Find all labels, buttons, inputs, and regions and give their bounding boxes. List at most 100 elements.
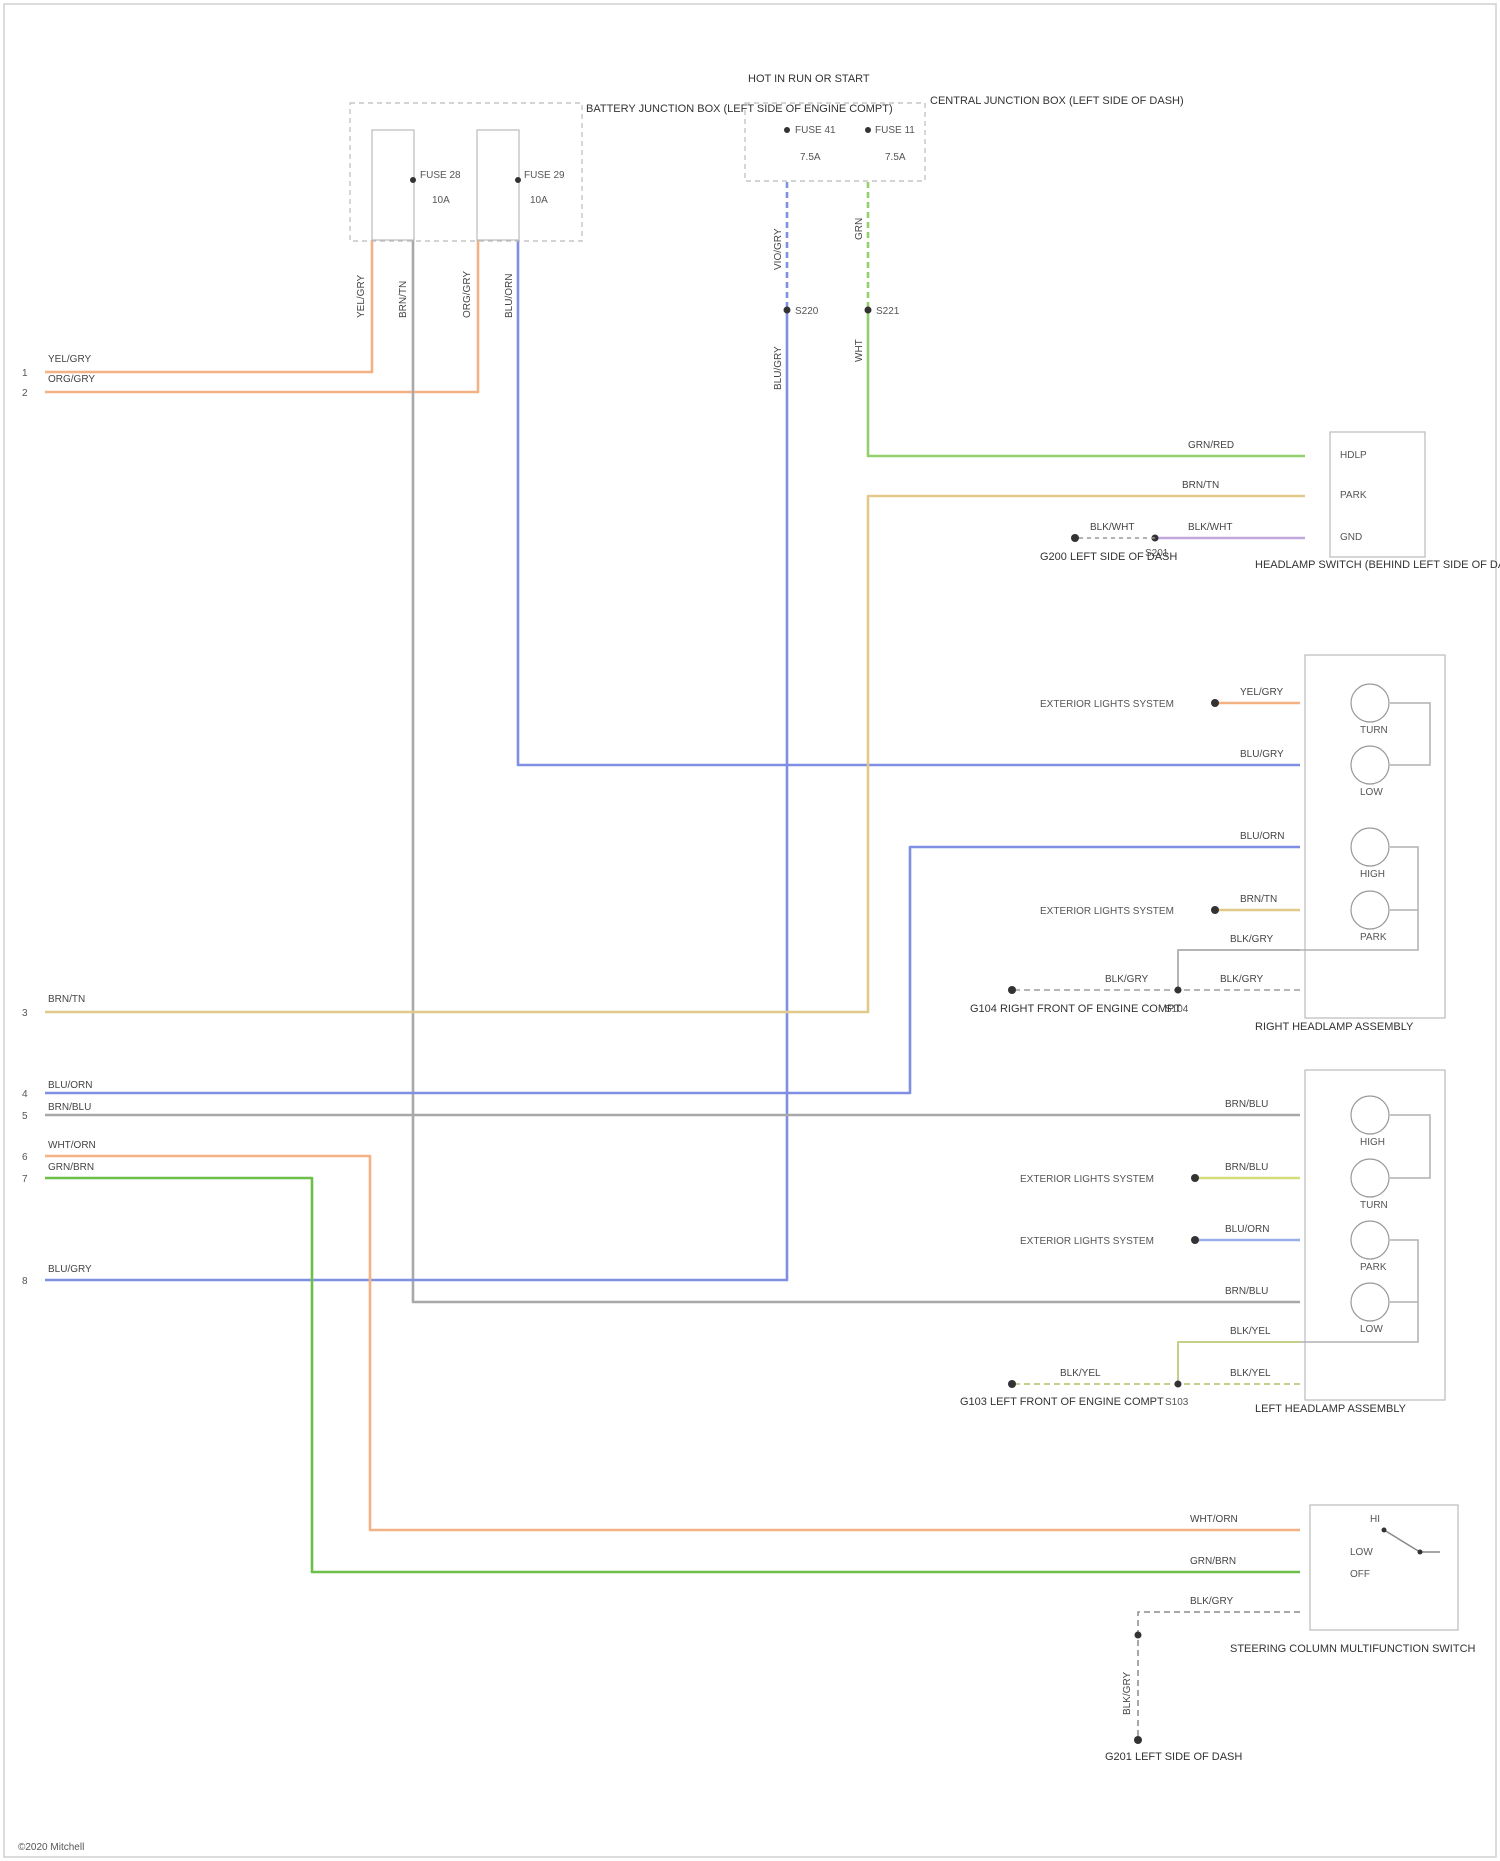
right-headlamp-assembly: TURN LOW HIGH PARK RIGHT HEADLAMP ASSEMB… [1255, 655, 1445, 1033]
pin-4-label: BLU/ORN [48, 1080, 92, 1091]
wl-2: BRN/TN [398, 281, 409, 318]
footer-credit: ©2020 Mitchell [18, 1842, 84, 1853]
wire-wht-orn-mfs-hi [45, 1156, 1300, 1530]
rh-park-ext-label: EXTERIOR LIGHTS SYSTEM [1040, 906, 1174, 917]
bjb-name: BATTERY JUNCTION BOX (LEFT SIDE OF ENGIN… [586, 103, 893, 115]
mfs-low: LOW [1350, 1547, 1373, 1558]
pin-1-label: YEL/GRY [48, 354, 91, 365]
pin-7-label: GRN/BRN [48, 1162, 94, 1173]
pin-1-num: 1 [22, 368, 28, 379]
headlamp-switch: HDLP PARK GND HEADLAMP SWITCH (BEHIND LE… [1255, 432, 1500, 571]
rh-park-conn [1211, 906, 1219, 914]
wl-6: GRN [854, 218, 865, 240]
wire-brn-tn-gray [413, 240, 1300, 1302]
splice-s220: S220 [795, 306, 819, 317]
splice-s220-node [784, 307, 791, 314]
ground-g104: G104 RIGHT FRONT OF ENGINE COMPT [970, 1003, 1181, 1015]
wl-29: BLK/GRY [1190, 1596, 1233, 1607]
pin-8-label: BLU/GRY [48, 1264, 92, 1275]
wl-8: WHT [854, 339, 865, 362]
page-border [4, 4, 1496, 1857]
lh-park-conn [1191, 1236, 1199, 1244]
pin-5-num: 5 [22, 1111, 28, 1122]
wl-21: BRN/BLU [1225, 1162, 1268, 1173]
wl-16: BRN/TN [1240, 894, 1277, 905]
mfs-gnd-splice [1135, 1632, 1142, 1639]
cjb-fuse11-amps: 7.5A [885, 152, 906, 163]
rh-name: RIGHT HEADLAMP ASSEMBLY [1255, 1021, 1414, 1033]
wl-15: BLU/ORN [1240, 831, 1284, 842]
mfs-name: STEERING COLUMN MULTIFUNCTION SWITCH [1230, 1643, 1476, 1655]
pin-2-num: 2 [22, 388, 28, 399]
wire-blu-orn-rh-high [45, 847, 1300, 1093]
rh-turn-conn [1211, 699, 1219, 707]
bjb-fuse29: FUSE 29 [524, 170, 565, 181]
wl-11: BLK/WHT [1188, 522, 1232, 533]
multifunction-switch: HI LOW OFF STEERING COLUMN MULTIFUNCTION… [1230, 1505, 1476, 1655]
wl-13: BLU/GRY [1240, 749, 1284, 760]
wire-labels: YEL/GRY BRN/TN ORG/GRY BLU/ORN VIO/GRY G… [356, 218, 1284, 1715]
wl-23: BRN/BLU [1225, 1286, 1268, 1297]
wl-20: BRN/BLU [1225, 1099, 1268, 1110]
wl-27: WHT/ORN [1190, 1514, 1238, 1525]
wl-25: BLK/YEL [1230, 1368, 1271, 1379]
wl-30: BLK/GRY [1122, 1672, 1133, 1715]
lh-high: HIGH [1360, 1137, 1385, 1148]
pin-2-label: ORG/GRY [48, 374, 95, 385]
ground-g103: G103 LEFT FRONT OF ENGINE COMPT [960, 1396, 1164, 1408]
ground-g201: G201 LEFT SIDE OF DASH [1105, 1751, 1242, 1763]
wl-14: YEL/GRY [1240, 687, 1283, 698]
lh-low: LOW [1360, 1324, 1383, 1335]
lh-park-ext-label: EXTERIOR LIGHTS SYSTEM [1020, 1236, 1154, 1247]
splice-s221-node [865, 307, 872, 314]
ground-g200-node [1071, 534, 1079, 542]
pin-6-num: 6 [22, 1152, 28, 1163]
ground-g103-node [1008, 1380, 1016, 1388]
wl-9: GRN/RED [1188, 440, 1234, 451]
cjb-title: HOT IN RUN OR START [748, 73, 870, 85]
hls-gnd: GND [1340, 532, 1362, 543]
splice-s221: S221 [876, 306, 900, 317]
central-junction-box: HOT IN RUN OR START FUSE 41 7.5A FUSE 11… [745, 73, 1184, 181]
wl-28: GRN/BRN [1190, 1556, 1236, 1567]
wire-blu-orn-rh-low [518, 240, 1300, 765]
wl-10: BRN/TN [1182, 480, 1219, 491]
mfs-off: OFF [1350, 1569, 1370, 1580]
wl-17: BLK/GRY [1230, 934, 1273, 945]
lh-name: LEFT HEADLAMP ASSEMBLY [1255, 1403, 1407, 1415]
lh-turn-ext-label: EXTERIOR LIGHTS SYSTEM [1020, 1174, 1154, 1185]
left-headlamp-assembly: HIGH TURN PARK LOW LEFT HEADLAMP ASSEMBL… [1255, 1070, 1445, 1415]
ground-g200: G200 LEFT SIDE OF DASH [1040, 551, 1177, 563]
ground-g104-node [1008, 986, 1016, 994]
cjb-name: CENTRAL JUNCTION BOX (LEFT SIDE OF DASH) [930, 95, 1184, 107]
rh-turn: TURN [1360, 725, 1388, 736]
splice-s104-node [1175, 987, 1182, 994]
pin-6-label: WHT/ORN [48, 1140, 96, 1151]
bjb-fuse28: FUSE 28 [420, 170, 461, 181]
cjb-fuse41: FUSE 41 [795, 125, 836, 136]
wl-5: VIO/GRY [773, 228, 784, 270]
wire-vio-gry-lower [45, 310, 787, 1280]
pin-7-num: 7 [22, 1174, 28, 1185]
wl-19: BLK/GRY [1105, 974, 1148, 985]
pin-3-label: BRN/TN [48, 994, 85, 1005]
lh-park: PARK [1360, 1262, 1387, 1273]
wl-24: BLK/YEL [1230, 1326, 1271, 1337]
bjb-fuse28-amps: 10A [432, 195, 450, 206]
wl-26: BLK/YEL [1060, 1368, 1101, 1379]
ground-g201-node [1134, 1736, 1142, 1744]
rh-low: LOW [1360, 787, 1383, 798]
wire-grn-lower [868, 310, 1305, 456]
cjb-fuse41-amps: 7.5A [800, 152, 821, 163]
splice-s103: S103 [1165, 1397, 1189, 1408]
rh-high: HIGH [1360, 869, 1385, 880]
wire-yel-gry-pin1 [45, 240, 372, 372]
mfs-hi: HI [1370, 1514, 1380, 1525]
wire-mfs-gnd [1138, 1612, 1300, 1740]
wl-1: YEL/GRY [356, 275, 367, 318]
pin-5-label: BRN/BLU [48, 1102, 91, 1113]
pin-8-num: 8 [22, 1276, 28, 1287]
rh-park: PARK [1360, 932, 1387, 943]
wl-12: BLK/WHT [1090, 522, 1134, 533]
